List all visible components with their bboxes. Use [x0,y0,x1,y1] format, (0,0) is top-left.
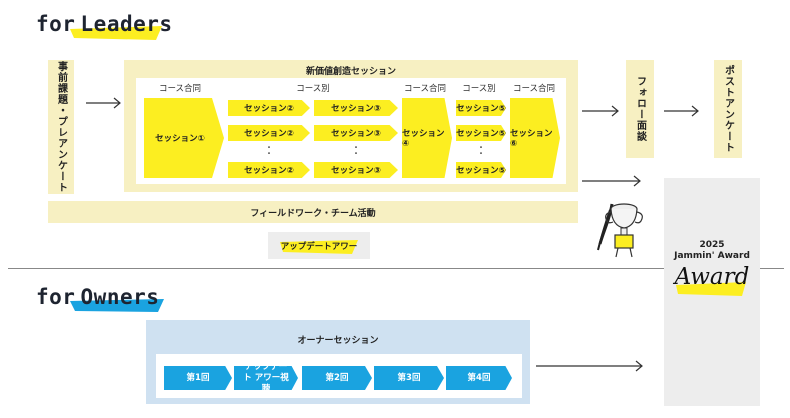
owner-step-3-label: 第2回 [325,372,349,383]
label-common-1: コース合同 [158,84,202,94]
owners-heading-word: Owners [80,285,160,309]
session-5-b: セッション⑤ [456,125,506,141]
session-5-c: セッション⑤ [456,162,506,178]
owners-heading: for Owners [36,285,164,312]
update-tower-highlight [280,240,358,254]
session-3-b: セッション③ [314,125,398,141]
pre-survey-label: 事前課題・プレアンケート [55,61,67,193]
arrow-program-to-followup [582,105,619,117]
post-survey-label: ポストアンケート [722,65,734,153]
award-script-highlight [676,282,746,296]
arrow-owners-to-award [536,360,643,372]
pre-survey-box: 事前課題・プレアンケート [48,60,74,194]
arrow-followup-to-post [664,105,699,117]
update-tower-box: アップデートアワー [268,232,370,259]
session-5-a-label: セッション⑤ [456,104,506,114]
owner-step-1-label: 第1回 [186,372,210,383]
trophy-icon [597,203,643,258]
leaders-heading: for Leaders [36,12,173,40]
session-6-label: セッション⑥ [510,129,553,149]
session-2-c-label: セッション② [244,166,294,176]
owner-step-2: アップデート アワー視聴 [234,366,298,390]
session-2-a: セッション② [228,100,310,116]
owner-step-2-label: アップデート アワー視聴 [243,361,289,394]
award-year-title: 2025 [699,240,725,250]
owner-step-1: 第1回 [164,366,232,390]
award-name: Jammin' Award [674,251,750,261]
session-5-a: セッション⑤ [456,100,506,116]
owner-step-5: 第4回 [446,366,512,390]
session-5-b-label: セッション⑤ [456,129,506,139]
follow-up-box: フォロー面談 [626,60,654,158]
fieldwork-label: フィールドワーク・チーム活動 [250,208,376,219]
leaders-heading-word: Leaders [80,12,173,36]
session-2-b-label: セッション② [244,129,294,139]
session-5-ellipsis: ・・ [477,143,485,158]
session-2-c: セッション② [228,162,310,178]
session-3-a-label: セッション③ [331,104,381,114]
update-tower-label: アップデートアワー [280,242,358,252]
owners-heading-prefix: for [36,285,76,309]
session-2-ellipsis: ・・ [265,143,273,158]
session-3-c: セッション③ [314,162,398,178]
session-3-c-label: セッション③ [331,166,381,176]
follow-up-label: フォロー面談 [634,76,646,142]
session-2-b: セッション② [228,125,310,141]
session-5-c-label: セッション⑤ [456,166,506,176]
owner-session-title: オーナーセッション [297,336,379,346]
session-1-label: セッション① [155,134,205,144]
owner-step-4: 第3回 [374,366,444,390]
label-split-1: コース別 [296,84,330,94]
leaders-heading-prefix: for [36,12,76,36]
arrow-leaders-to-award [582,175,641,187]
session-3-ellipsis: ・・ [352,143,360,158]
owner-step-5-label: 第4回 [467,372,491,383]
label-common-2: コース合同 [403,84,447,94]
post-survey-box: ポストアンケート [714,60,742,158]
value-creation-title: 新価値創造セッション [305,67,396,77]
session-3-a: セッション③ [314,100,398,116]
session-4: セッション④ [402,98,452,178]
label-split-2: コース別 [462,84,496,94]
award-script: Award [674,264,750,290]
session-4-label: セッション④ [402,129,445,149]
session-1: セッション① [144,98,224,178]
section-divider [8,268,784,269]
session-2-a-label: セッション② [244,104,294,114]
owner-step-3: 第2回 [302,366,372,390]
session-3-b-label: セッション③ [331,129,381,139]
session-6: セッション⑥ [510,98,560,178]
label-common-3: コース合同 [512,84,556,94]
arrow-pre-to-program [86,97,121,109]
owner-step-4-label: 第3回 [397,372,421,383]
fieldwork-bar: フィールドワーク・チーム活動 [48,201,578,223]
